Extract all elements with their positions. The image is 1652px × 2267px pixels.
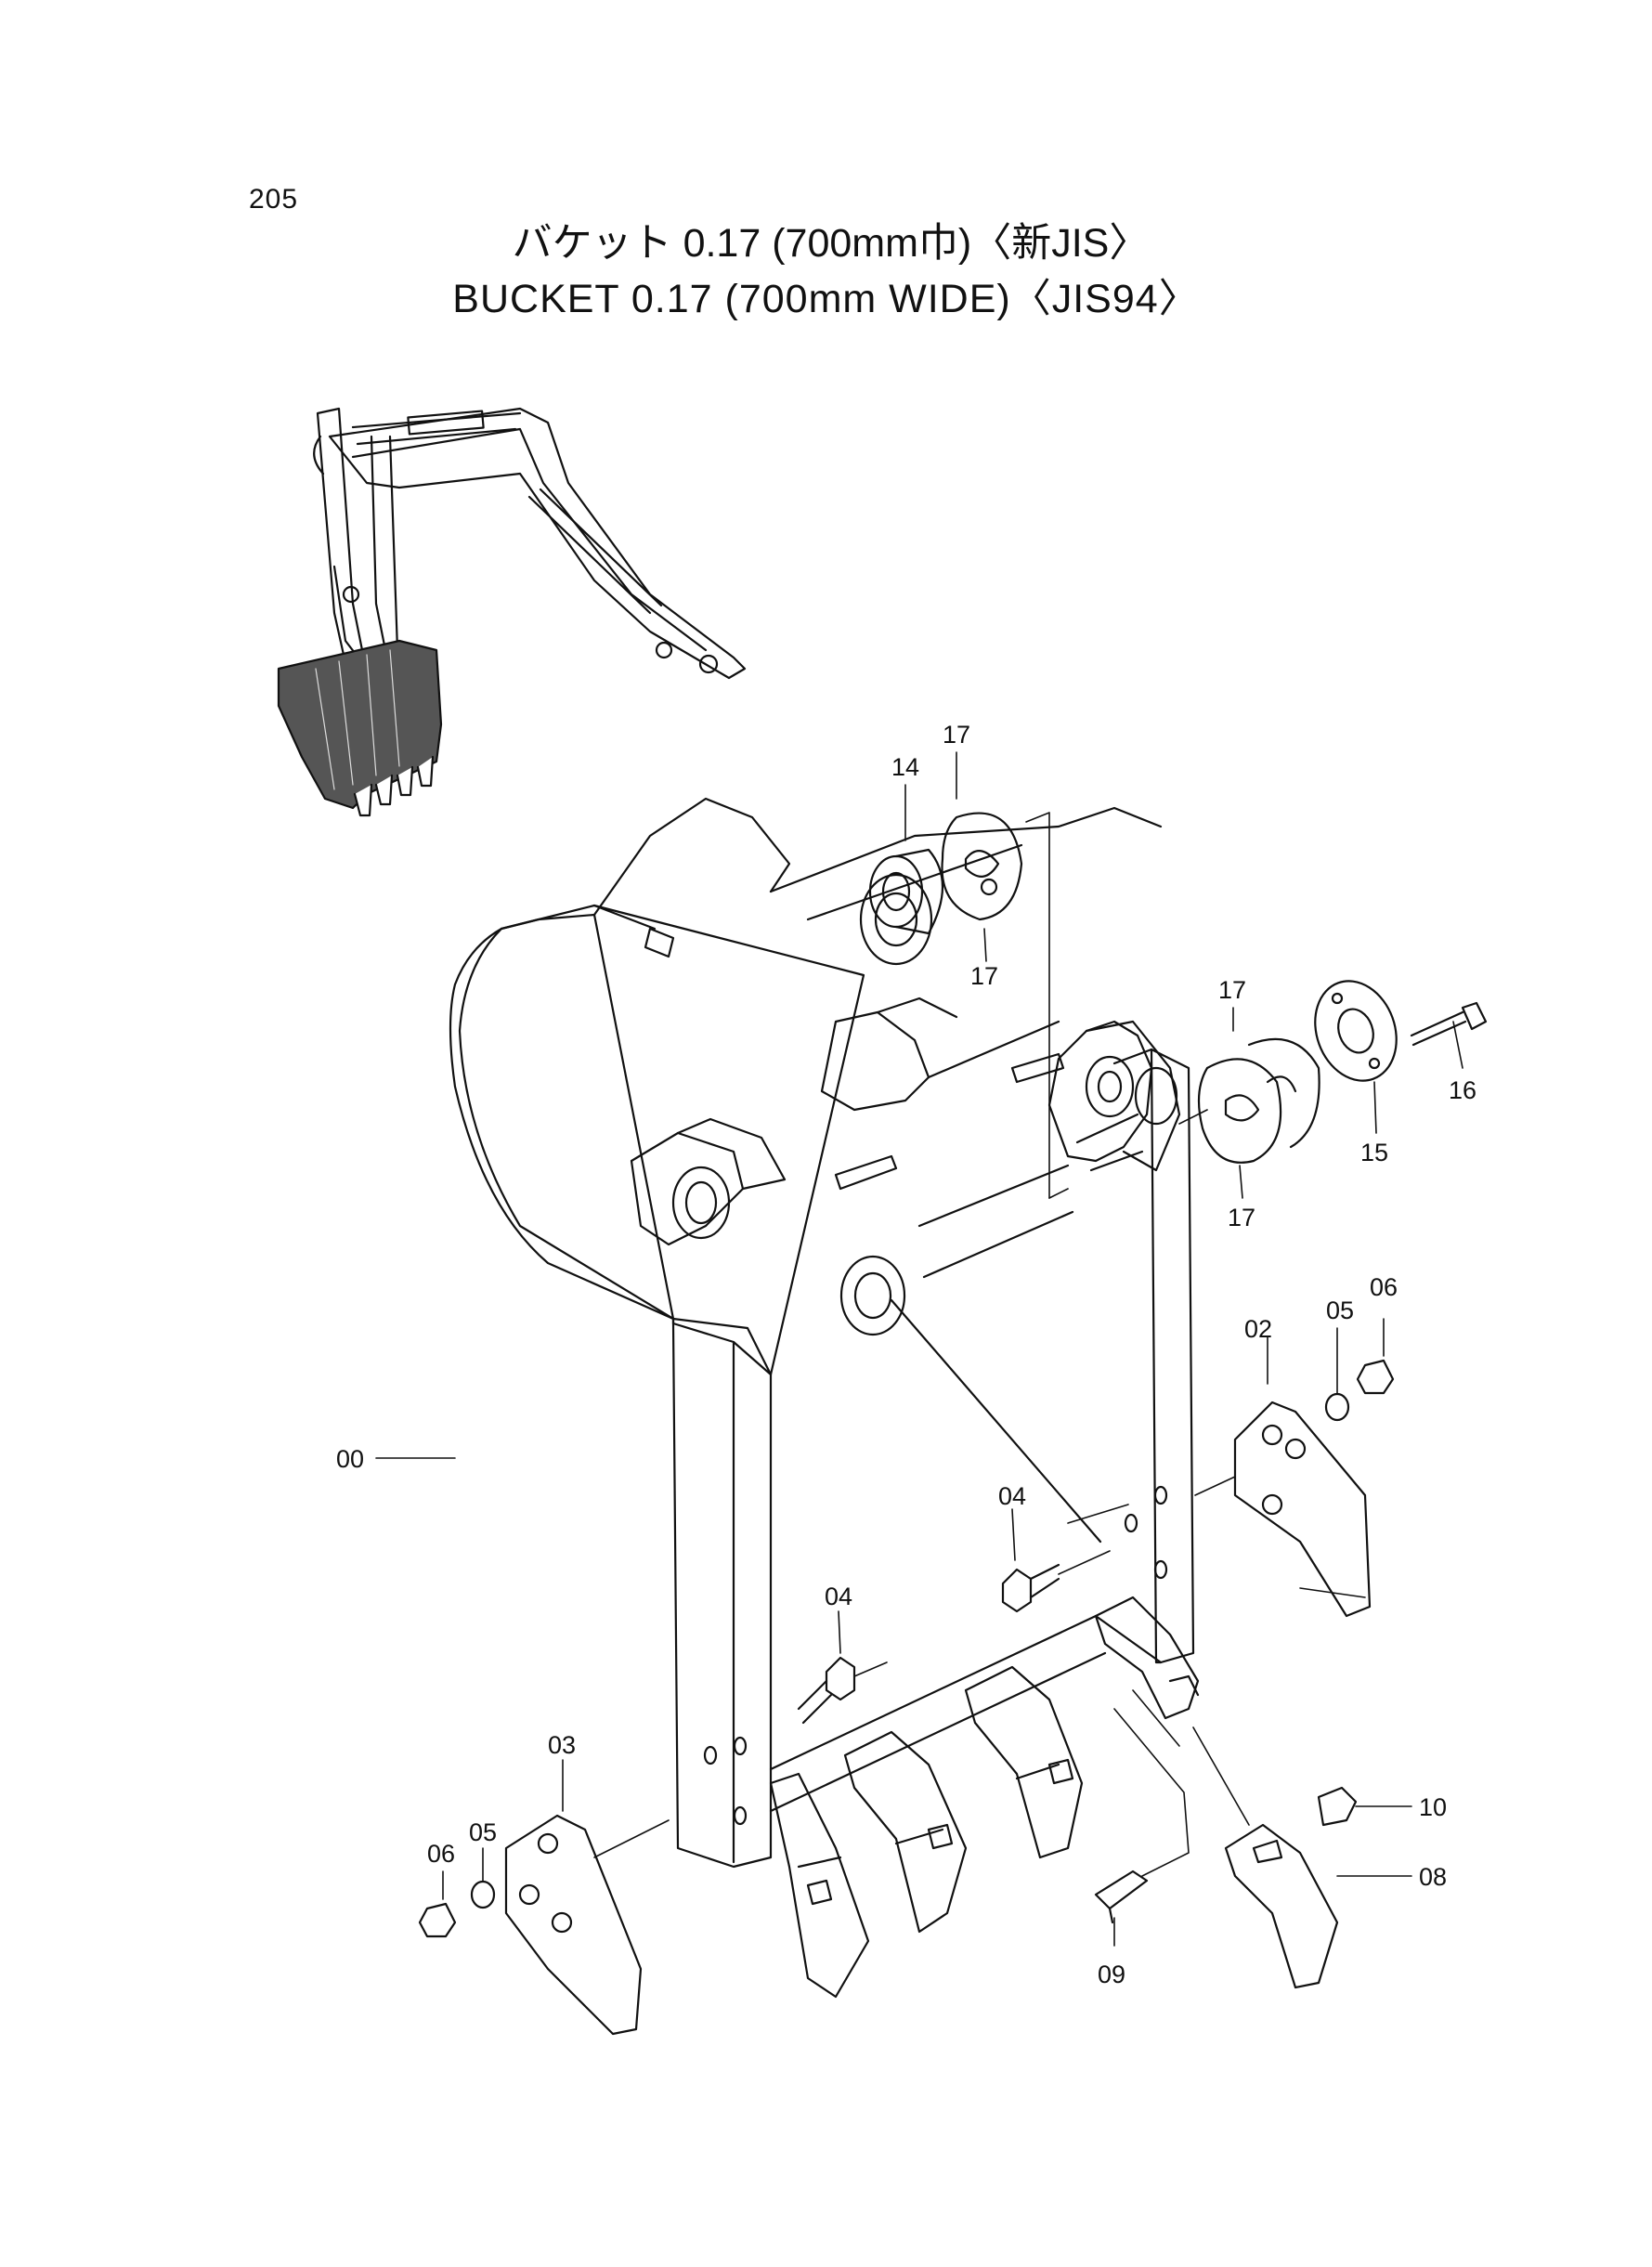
callout-05-left: 05 [469, 1818, 497, 1846]
overview-bucket [277, 639, 443, 817]
bucket-top-bracket [592, 797, 1181, 1336]
callout-10: 10 [1419, 1793, 1447, 1821]
part-17-shims-right [1197, 1037, 1320, 1164]
callout-04-left: 04 [825, 1583, 852, 1610]
bucket-assembly [449, 904, 1195, 1869]
callout-17-right-top: 17 [1218, 976, 1246, 1004]
part-02-side-cutter [1233, 1401, 1372, 1618]
callout-06-left: 06 [427, 1840, 455, 1868]
part-10-pin [1317, 1786, 1358, 1827]
callout-16: 16 [1449, 1076, 1476, 1104]
page-title: バケット 0.17 (700mm巾)〈新JIS〉 BUCKET 0.17 (70… [0, 215, 1652, 327]
callout-15: 15 [1360, 1139, 1388, 1166]
callout-06-right: 06 [1370, 1273, 1398, 1301]
parts-05-06-left [418, 1880, 496, 1938]
callout-08: 08 [1419, 1863, 1447, 1891]
part-03-side-cutter [504, 1814, 643, 2036]
callout-14: 14 [891, 753, 919, 781]
callout-03: 03 [548, 1731, 576, 1759]
callout-09: 09 [1098, 1961, 1125, 1988]
part-16-bolt [1410, 1001, 1488, 1047]
callout-17-mid: 17 [970, 962, 998, 990]
leader-lines [375, 751, 1463, 1947]
part-15-washer [1314, 980, 1398, 1082]
part-14-bushing [868, 848, 943, 935]
part-17-shims-top [941, 812, 1023, 921]
part-04-bolt-right [1001, 1563, 1060, 1613]
callout-04-right: 04 [998, 1482, 1026, 1510]
title-english: BUCKET 0.17 (700mm WIDE)〈JIS94〉 [452, 277, 1200, 321]
title-japanese: バケット 0.17 (700mm巾)〈新JIS〉 [512, 221, 1150, 266]
parts-05-06-right [1324, 1359, 1395, 1422]
callout-17-right-bottom: 17 [1228, 1204, 1255, 1231]
callout-17-top: 17 [943, 721, 970, 749]
bucket-teeth [769, 1596, 1200, 1999]
page-number: 205 [249, 184, 299, 215]
callout-05-right: 05 [1326, 1296, 1354, 1324]
part-09-lock [1094, 1870, 1149, 1924]
excavator-arm-overview [277, 407, 747, 817]
callout-00: 00 [336, 1445, 364, 1473]
callout-02: 02 [1244, 1315, 1272, 1343]
callout-labels: 00 02 03 04 04 05 05 06 06 08 09 10 14 1… [336, 721, 1476, 1988]
part-08-tooth [1224, 1823, 1339, 1989]
part-04-bolt-left [797, 1656, 856, 1725]
